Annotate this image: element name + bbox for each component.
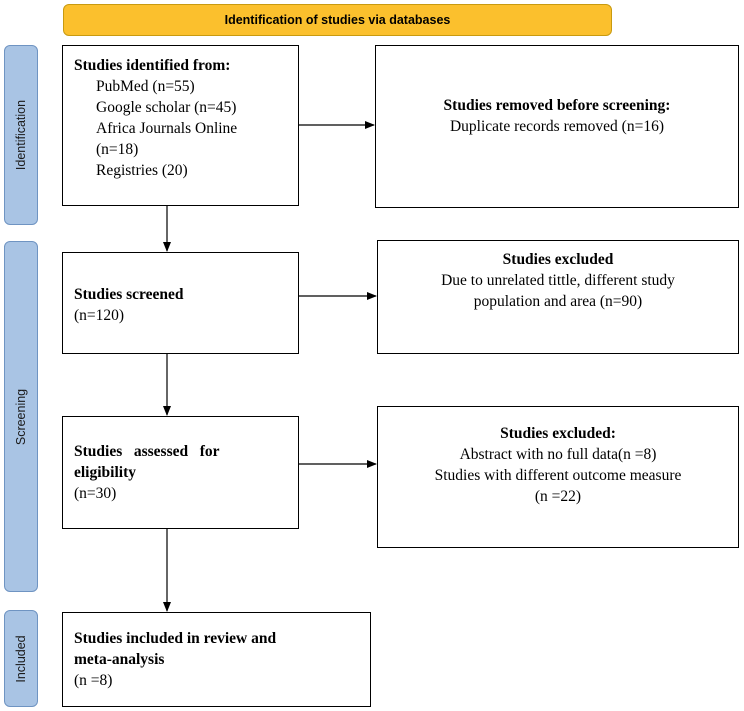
screened-title: Studies screened <box>74 286 184 303</box>
excluded-box-2: Studies excluded: Abstract with no full … <box>377 406 739 548</box>
excluded-2-title: Studies excluded: <box>500 425 616 442</box>
source-ajol-count: (n=18) <box>96 141 139 158</box>
phase-identification: Identification <box>4 45 38 225</box>
included-count: (n =8) <box>74 672 113 689</box>
included-box: Studies included in review and meta-anal… <box>62 612 371 707</box>
excluded-1-line-2: population and area (n=90) <box>473 293 643 310</box>
excluded-2-line-3: (n =22) <box>534 488 582 505</box>
source-pubmed: PubMed (n=55) <box>96 78 195 95</box>
eligibility-title-line-1: Studies assessed for <box>74 443 220 460</box>
included-title-line-2: meta-analysis <box>74 651 165 668</box>
screened-count: (n=120) <box>74 307 125 324</box>
removed-detail: Duplicate records removed (n=16) <box>449 118 665 135</box>
excluded-1-title: Studies excluded <box>502 251 614 268</box>
excluded-2-line-1: Abstract with no full data(n =8) <box>459 446 657 463</box>
phase-screening: Screening <box>4 241 38 592</box>
excluded-box-1: Studies excluded Due to unrelated tittle… <box>377 240 739 354</box>
removed-box: Studies removed before screening: Duplic… <box>375 45 739 208</box>
excluded-1-line-1: Due to unrelated tittle, different study <box>441 272 675 289</box>
excluded-2-line-2: Studies with different outcome measure <box>434 467 682 484</box>
identification-banner: Identification of studies via databases <box>63 4 612 36</box>
removed-title: Studies removed before screening: <box>443 97 671 114</box>
identified-box: Studies identified from: PubMed (n=55) G… <box>62 45 299 206</box>
eligibility-count: (n=30) <box>74 485 117 502</box>
phase-included: Included <box>4 610 38 707</box>
eligibility-title-line-2: eligibility <box>74 464 136 481</box>
eligibility-box: Studies assessed for eligibility (n=30) <box>62 416 299 529</box>
source-registries: Registries (20) <box>96 162 188 179</box>
identified-title: Studies identified from: <box>74 57 231 74</box>
source-google-scholar: Google scholar (n=45) <box>96 99 237 116</box>
screened-box: Studies screened (n=120) <box>62 252 299 354</box>
included-title-line-1: Studies included in review and <box>74 630 277 647</box>
source-ajol: Africa Journals Online <box>96 120 238 137</box>
